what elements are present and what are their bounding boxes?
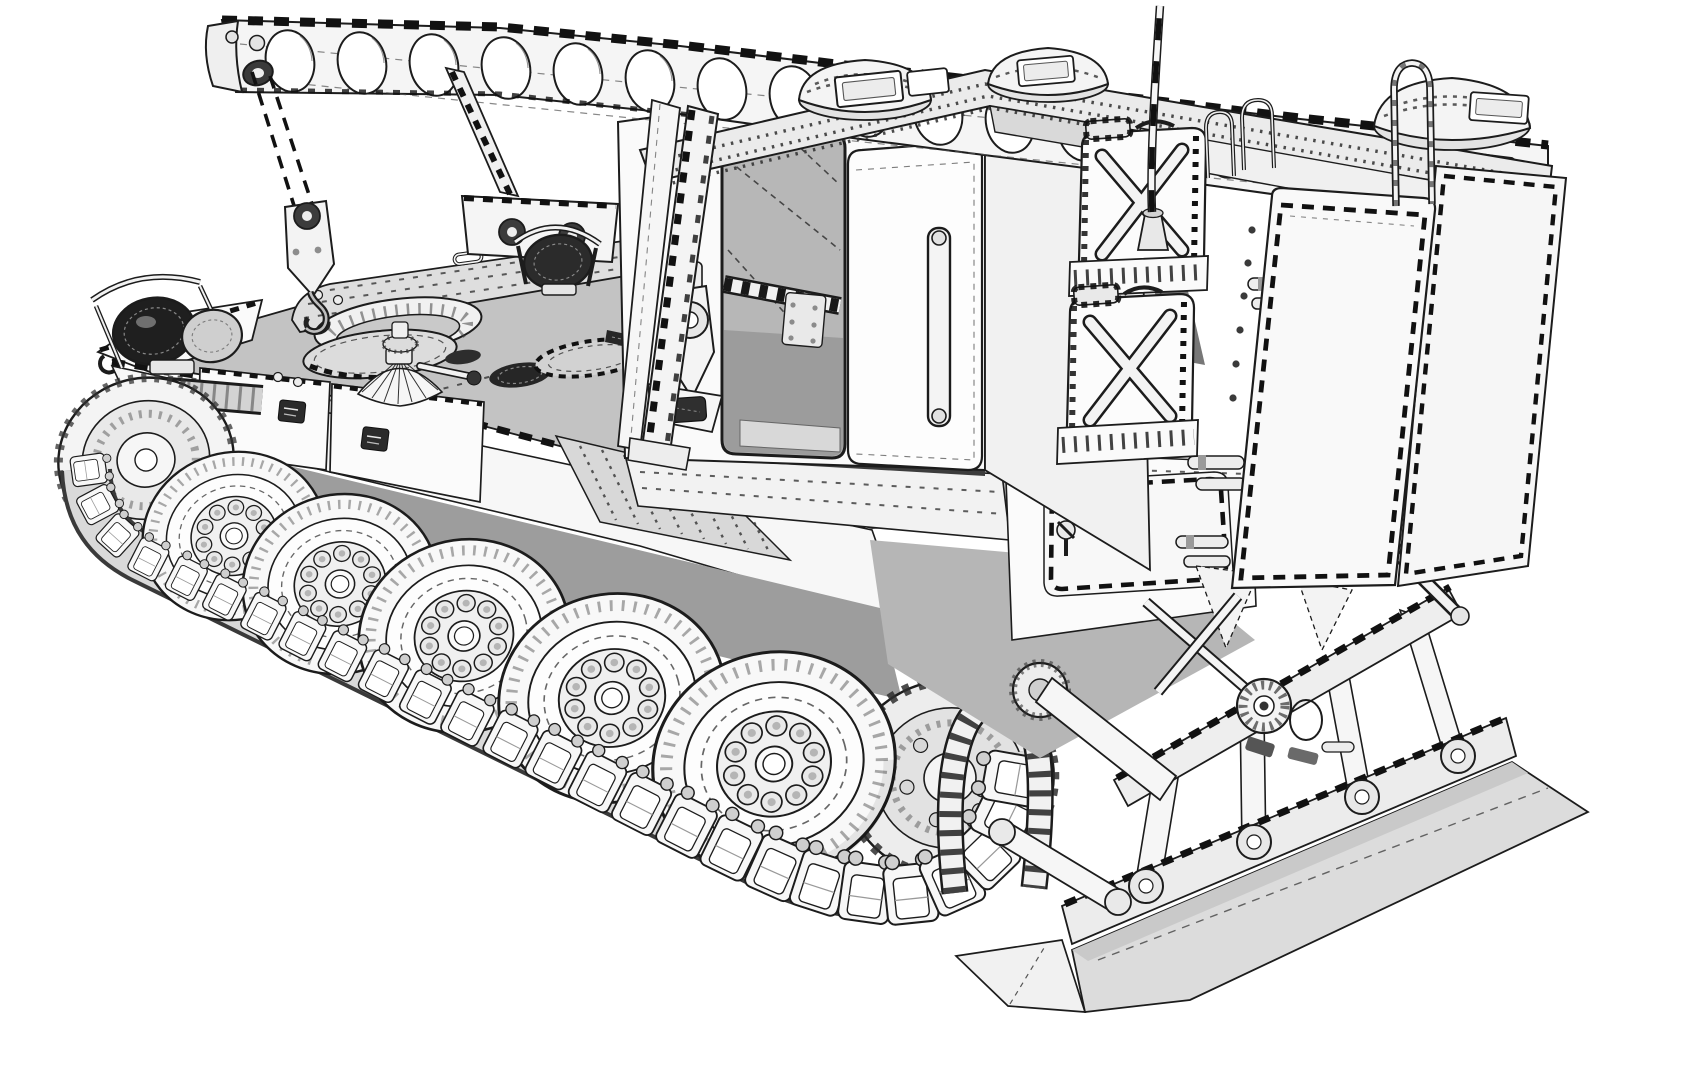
front-band-rivets: [639, 471, 1001, 493]
deck-bolts: [272, 289, 344, 388]
boom-hole: [480, 36, 532, 100]
boom-hole-depth-lines: [299, 35, 673, 82]
boom-hole: [696, 57, 748, 121]
roof-dome-hatch-2: [986, 46, 1110, 103]
deck-vent-small: [445, 349, 481, 365]
hook-block: [283, 199, 336, 335]
roof-fittings: [797, 5, 1532, 251]
rear-handrail: [1390, 59, 1436, 207]
data-placard-1: [277, 399, 307, 424]
rear-door-near: [1230, 186, 1437, 590]
lamp-bracket: [149, 359, 195, 375]
jerry-can-rack: [1056, 115, 1209, 465]
boom-front-attachments: [250, 66, 720, 471]
doorway-floor: [739, 419, 841, 453]
hoist-rope: [250, 71, 298, 213]
blade-pivot-eyes: [1128, 738, 1476, 904]
box1-hazard-edge: [201, 367, 329, 387]
roof-dome-hatch-3: [1372, 76, 1532, 151]
x-emboss: [1094, 142, 1190, 262]
can-strap-2: [1056, 419, 1199, 465]
can-handle: [1122, 285, 1163, 296]
jerry-can-2: [1065, 281, 1196, 442]
rope-guide: [1235, 677, 1355, 765]
front-band-rivets: [641, 487, 1005, 515]
data-placard-2: [360, 426, 390, 452]
can-cap: [1070, 281, 1122, 309]
interior-bolt-plate: [781, 291, 827, 349]
glacis-hazard-edge: [99, 299, 261, 353]
deck-work-lamp: [513, 224, 602, 296]
leg-foot-bracket: [627, 437, 691, 471]
periscope-block: [833, 69, 905, 109]
boom-tip: [204, 19, 274, 94]
headlamp-cluster: [90, 273, 243, 375]
cab-door-open: [846, 140, 984, 472]
jerry-can-1: [1077, 115, 1208, 276]
boom-hole: [408, 33, 460, 97]
boom-hazard-bottom: [239, 87, 701, 119]
union-collars: [1186, 277, 1265, 549]
fluted-drive-unit: [356, 321, 482, 407]
periscope-block: [1468, 91, 1530, 125]
wing-nut-latch: [1056, 520, 1076, 556]
moldboard-shade-strip: [1072, 762, 1528, 961]
can-cap: [1082, 115, 1134, 143]
rear-doors: [1124, 127, 1568, 590]
a-frame-leg-front: [627, 104, 720, 471]
roof-dome-hatch-1: [797, 58, 950, 121]
hoist-rope-and-hook: [250, 71, 336, 335]
can-edge-hazard: [1191, 135, 1199, 265]
dozer-blade: [954, 538, 1590, 1013]
periscope-block: [906, 67, 950, 97]
blade-ribs: [1133, 608, 1472, 902]
moldboard-crease: [1097, 787, 1549, 961]
hoist-rope: [268, 75, 316, 211]
roof-drip-dashes: [651, 82, 1545, 206]
service-headlight: [181, 308, 243, 364]
push-arm-upper: [1034, 676, 1178, 802]
blade-moldboard: [1070, 760, 1590, 1013]
x-emboss: [1082, 308, 1178, 428]
door-grab-handle: [926, 226, 952, 428]
blade-push-arms: [988, 659, 1178, 916]
blade-end-plate: [954, 939, 1087, 1013]
periscope-block: [1016, 54, 1076, 88]
door-frame-hinge-bolts: [1229, 226, 1256, 402]
boom-hole: [336, 31, 388, 95]
hump-louvre-row: [307, 251, 653, 305]
whip-antenna: [1136, 5, 1170, 251]
